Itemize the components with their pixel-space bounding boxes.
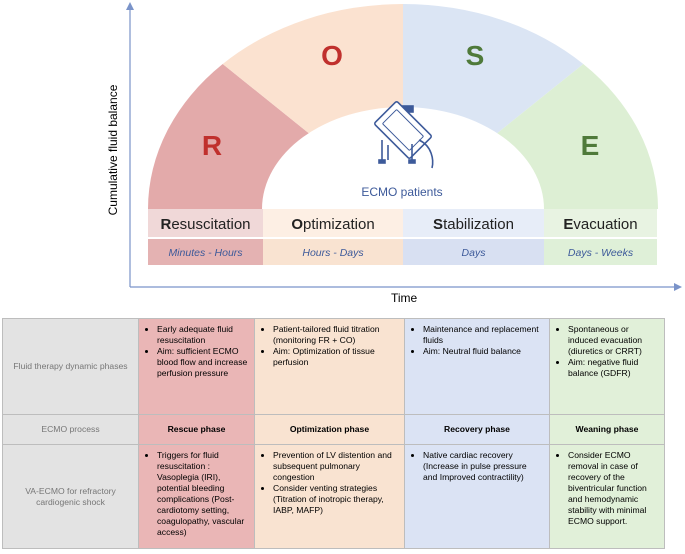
ecmo-phase-label: Rescue phase (138, 414, 255, 445)
phase-band (263, 209, 403, 237)
phase-name: Resuscitation (160, 216, 250, 233)
duration-label: Hours - Days (302, 247, 364, 259)
duration-band (544, 239, 657, 265)
center-hub (262, 107, 544, 209)
phase-band (148, 209, 263, 237)
phase-name: Stabilization (433, 216, 514, 233)
table-row: ECMO process Rescue phase Optimization p… (2, 414, 665, 445)
duration-band (263, 239, 403, 265)
table-cell: Triggers for fluid resuscitation : Vasop… (138, 444, 255, 549)
phase-band (403, 209, 544, 237)
table-cell: Consider ECMO removal in case of recover… (549, 444, 665, 549)
row-header: Fluid therapy dynamic phases (2, 318, 139, 415)
row-header: ECMO process (2, 414, 139, 445)
sector-letter-e: E (581, 130, 600, 161)
sector-letter-r: R (202, 130, 222, 161)
table-cell: Maintenance and replacement fluidsAim: N… (404, 318, 550, 415)
table-row: Fluid therapy dynamic phases Early adequ… (2, 318, 665, 415)
table-cell: Prevention of LV distention and subseque… (254, 444, 405, 549)
phase-band (544, 209, 657, 237)
sector-letter-s: S (466, 40, 485, 71)
phase-name: Optimization (291, 216, 374, 233)
table-cell: Native cardiac recovery (Increase in pul… (404, 444, 550, 549)
chart-axes (126, 2, 682, 291)
ecmo-phase-label: Optimization phase (254, 414, 405, 445)
rose-figure: R O S E ECMO patients Resuscitation Optimiza… (126, 2, 682, 291)
row-header: VA-ECMO for refractory cardiogenic shock (2, 444, 139, 549)
rose-diagram: R O S E ECMO patients Resuscitation Optimiza… (106, 2, 682, 305)
y-axis-label: Cumulative fluid balance (106, 84, 120, 216)
center-label: ECMO patients (361, 185, 442, 199)
phase-name: Evacuation (563, 216, 637, 233)
duration-band (403, 239, 544, 265)
duration-band (148, 239, 263, 265)
duration-label: Days (462, 247, 487, 259)
table-cell: Spontaneous or induced evacuation (diure… (549, 318, 665, 415)
x-axis-label: Time (391, 291, 418, 305)
duration-label: Days - Weeks (568, 247, 634, 259)
ecmo-phase-label: Weaning phase (549, 414, 665, 445)
table-cell: Early adequate fluid resuscitationAim: s… (138, 318, 255, 415)
ecmo-oxygenator-icon (374, 101, 434, 169)
table-cell: Patient-tailored fluid titration (monito… (254, 318, 405, 415)
table-row: VA-ECMO for refractory cardiogenic shock… (2, 444, 665, 549)
duration-label: Minutes - Hours (168, 247, 243, 259)
sector-letter-o: O (321, 40, 343, 71)
phases-table: Fluid therapy dynamic phases Early adequ… (2, 318, 665, 549)
ecmo-phase-label: Recovery phase (404, 414, 550, 445)
